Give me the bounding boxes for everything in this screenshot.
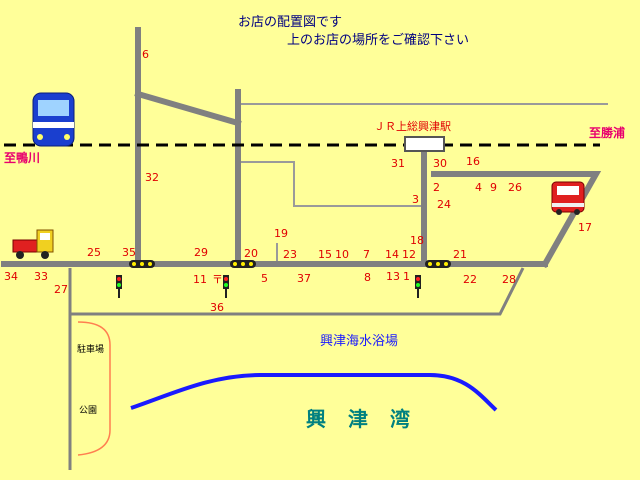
shop-number[interactable]: 4 [475, 181, 482, 194]
shop-number[interactable]: 28 [502, 273, 516, 286]
parking-park-area [77, 321, 111, 456]
main-roads [1, 27, 602, 269]
shop-number[interactable]: 19 [274, 227, 288, 240]
park-label: 公園 [79, 405, 97, 416]
title-line-1: お店の配置図です [238, 15, 342, 30]
shop-number[interactable]: 11 [193, 273, 207, 286]
traffic-light-icon [415, 260, 451, 298]
thin-roads [240, 103, 608, 264]
shop-numbers: 6 32 31 30 16 2 4 9 26 3 24 17 19 18 25 … [4, 48, 592, 314]
shop-number[interactable]: 18 [410, 234, 424, 247]
shop-number[interactable]: 21 [453, 248, 467, 261]
shop-number[interactable]: 8 [364, 271, 371, 284]
coastal-roads [68, 267, 525, 470]
shop-number[interactable]: 30 [433, 157, 447, 170]
bay-label: 興津湾 [306, 407, 432, 431]
shop-number[interactable]: 13 [386, 270, 400, 283]
shop-number[interactable]: 27 [54, 283, 68, 296]
shop-number[interactable]: 5 [261, 272, 268, 285]
shop-number[interactable]: 12 [402, 248, 416, 261]
shop-number[interactable]: 20 [244, 247, 258, 260]
car-icon [551, 181, 585, 215]
shop-number[interactable]: 26 [508, 181, 522, 194]
shop-number[interactable]: 16 [466, 155, 480, 168]
train-icon [32, 92, 75, 147]
shop-number[interactable]: 37 [297, 272, 311, 285]
road-diagonal [134, 90, 242, 127]
shop-number[interactable]: 36 [210, 301, 224, 314]
shop-number[interactable]: 24 [437, 198, 451, 211]
beach-label: 興津海水浴場 [320, 334, 398, 349]
station-building [404, 136, 445, 152]
shop-number[interactable]: 29 [194, 246, 208, 259]
shop-number[interactable]: 3 [412, 193, 419, 206]
shop-number[interactable]: 35 [122, 246, 136, 259]
shop-number[interactable]: 31 [391, 157, 405, 170]
station-label: ＪＲ上総興津駅 [374, 119, 451, 133]
shop-number[interactable]: 25 [87, 246, 101, 259]
road-coast [70, 267, 525, 316]
shop-number[interactable]: 32 [145, 171, 159, 184]
shop-number[interactable]: 33 [34, 270, 48, 283]
shop-number[interactable]: 2 [433, 181, 440, 194]
traffic-light-icon [116, 260, 155, 298]
shop-number[interactable]: 34 [4, 270, 18, 283]
shop-number[interactable]: 22 [463, 273, 477, 286]
coastline [130, 373, 498, 412]
shop-number[interactable]: 23 [283, 248, 297, 261]
parking-label: 駐車場 [77, 343, 104, 355]
shop-number[interactable]: 10 [335, 248, 349, 261]
traffic-light-icon [223, 260, 256, 298]
shop-number[interactable]: 17 [578, 221, 592, 234]
direction-katsuura: 至勝浦 [589, 125, 625, 140]
shop-number[interactable]: 9 [490, 181, 497, 194]
direction-kamogawa: 至鴨川 [4, 150, 40, 165]
shop-number[interactable]: 14 [385, 248, 399, 261]
shop-number[interactable]: 15 [318, 248, 332, 261]
road-east-bend [431, 171, 602, 269]
shop-number[interactable]: 7 [363, 248, 370, 261]
post-office-icon: 〒 [212, 273, 223, 286]
truck-icon [12, 229, 54, 259]
shop-number[interactable]: 6 [142, 48, 149, 61]
title-line-2: 上のお店の場所をご確認下さい [287, 32, 469, 48]
shop-number[interactable]: 1 [403, 270, 410, 283]
road-station-access [240, 161, 422, 207]
